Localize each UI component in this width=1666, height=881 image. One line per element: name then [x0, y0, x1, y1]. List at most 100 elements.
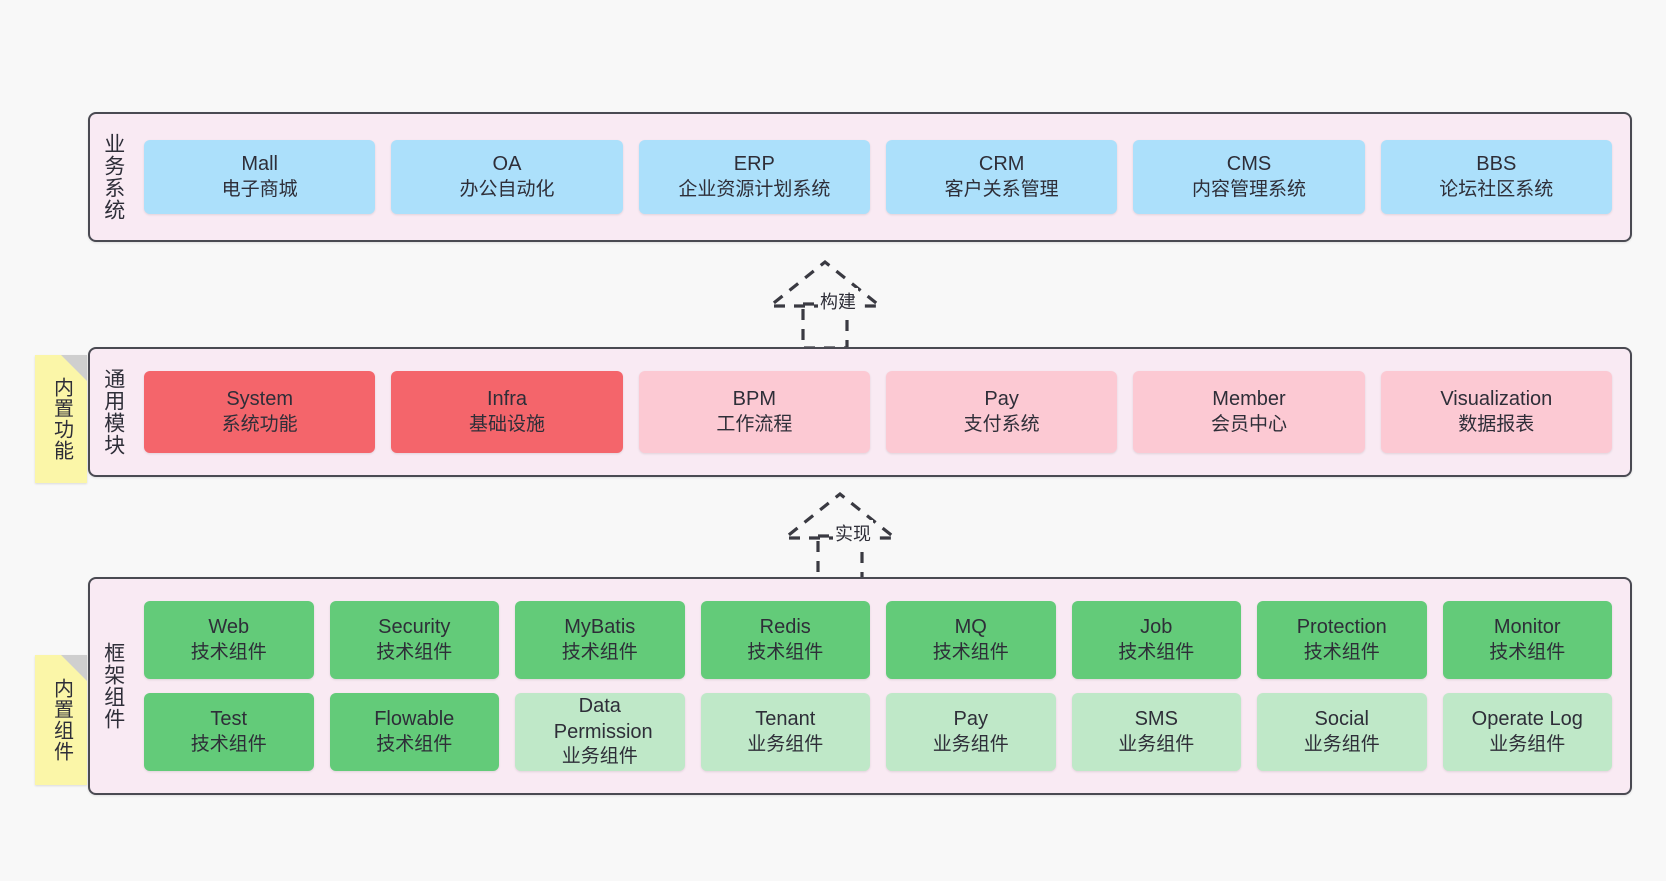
layer-title-framework-component: 框架组件 [101, 642, 125, 730]
card-title: Visualization [1440, 388, 1553, 411]
card-visualization[interactable]: Visualization 数据报表 [1380, 371, 1612, 453]
card-title: Redis [759, 616, 811, 639]
card-subtitle: 业务组件 [747, 733, 824, 755]
connector-implement-label: 实现 [833, 520, 873, 546]
card-monitor[interactable]: Monitor 技术组件 [1442, 601, 1612, 679]
card-subtitle: 技术组件 [190, 733, 267, 755]
card-title: SMS [1134, 708, 1178, 731]
layer-body-business-system: Mall 电子商城 OA 办公自动化 ERP 企业资源计划系统 CRM 客户关系… [136, 114, 1630, 240]
card-operate-log[interactable]: Operate Log 业务组件 [1442, 693, 1612, 771]
card-subtitle: 电子商城 [221, 178, 298, 200]
card-subtitle: 技术组件 [561, 641, 638, 663]
card-subtitle: 数据报表 [1458, 413, 1535, 435]
card-subtitle: 技术组件 [376, 733, 453, 755]
card-subtitle: 办公自动化 [459, 178, 555, 200]
card-subtitle: 技术组件 [376, 641, 453, 663]
card-security[interactable]: Security 技术组件 [329, 601, 499, 679]
card-title: BPM [732, 388, 776, 411]
card-oa[interactable]: OA 办公自动化 [391, 140, 623, 214]
card-subtitle: 业务组件 [1489, 733, 1566, 755]
card-web[interactable]: Web 技术组件 [144, 601, 314, 679]
card-row: Test 技术组件 Flowable 技术组件 Data Permission … [136, 693, 1620, 771]
card-title: Web [208, 616, 250, 639]
card-subtitle: 支付系统 [963, 413, 1040, 435]
card-sms[interactable]: SMS 业务组件 [1071, 693, 1241, 771]
connector-build: 构建 [755, 258, 915, 350]
card-mybatis[interactable]: MyBatis 技术组件 [515, 601, 685, 679]
card-test[interactable]: Test 技术组件 [144, 693, 314, 771]
card-title: Flowable [374, 708, 455, 731]
card-title: Monitor [1493, 616, 1561, 639]
card-subtitle: 业务组件 [932, 733, 1009, 755]
card-crm[interactable]: CRM 客户关系管理 [885, 140, 1118, 214]
sticky-note-builtin-component: 内置组件 [35, 655, 87, 785]
card-title: Tenant [755, 708, 816, 731]
card-subtitle: 基础设施 [468, 413, 545, 435]
card-subtitle: 技术组件 [1118, 641, 1195, 663]
card-cms[interactable]: CMS 内容管理系统 [1133, 140, 1365, 214]
layer-body-common-module: System 系统功能 Infra 基础设施 BPM 工作流程 Pay 支付系统… [136, 349, 1630, 475]
card-job[interactable]: Job 技术组件 [1071, 601, 1241, 679]
card-title: System [226, 388, 293, 411]
card-flowable[interactable]: Flowable 技术组件 [329, 693, 499, 771]
card-title: CRM [978, 153, 1025, 176]
card-subtitle: 技术组件 [932, 641, 1009, 663]
card-data-permission[interactable]: Data Permission 业务组件 [515, 693, 685, 771]
card-title: BBS [1476, 153, 1517, 176]
sticky-note-text: 内置功能 [50, 377, 73, 461]
card-row: System 系统功能 Infra 基础设施 BPM 工作流程 Pay 支付系统… [136, 371, 1620, 453]
card-title: MyBatis [564, 616, 636, 639]
card-title: Pay [953, 708, 988, 731]
card-subtitle: 客户关系管理 [944, 178, 1059, 200]
card-bbs[interactable]: BBS 论坛社区系统 [1380, 140, 1612, 214]
fold-corner-icon [61, 355, 87, 381]
card-subtitle: 会员中心 [1210, 413, 1287, 435]
fold-corner-icon [61, 655, 87, 681]
card-title: Member [1212, 388, 1286, 411]
layer-common-module: 通用模块 System 系统功能 Infra 基础设施 BPM 工作流程 Pay… [88, 347, 1632, 477]
card-system[interactable]: System 系统功能 [144, 371, 376, 453]
card-redis[interactable]: Redis 技术组件 [700, 601, 870, 679]
card-pay[interactable]: Pay 支付系统 [885, 371, 1118, 453]
card-member[interactable]: Member 会员中心 [1133, 371, 1365, 453]
card-subtitle: 技术组件 [747, 641, 824, 663]
card-pay-business[interactable]: Pay 业务组件 [886, 693, 1056, 771]
card-protection[interactable]: Protection 技术组件 [1257, 601, 1427, 679]
card-title: CMS [1226, 153, 1272, 176]
card-subtitle: 业务组件 [561, 746, 638, 768]
card-social[interactable]: Social 业务组件 [1257, 693, 1427, 771]
card-title: Pay [984, 388, 1019, 411]
sticky-note-builtin-feature: 内置功能 [35, 355, 87, 483]
card-title: OA [492, 153, 522, 176]
card-infra[interactable]: Infra 基础设施 [391, 371, 623, 453]
card-subtitle: 技术组件 [1489, 641, 1566, 663]
card-subtitle: 内容管理系统 [1191, 178, 1306, 200]
connector-build-label: 构建 [818, 288, 858, 314]
card-subtitle: 工作流程 [716, 413, 793, 435]
card-bpm[interactable]: BPM 工作流程 [638, 371, 870, 453]
card-title: Infra [486, 388, 527, 411]
card-title: Operate Log [1471, 708, 1583, 731]
card-subtitle: 业务组件 [1303, 733, 1380, 755]
layer-business-system: 业务系统 Mall 电子商城 OA 办公自动化 ERP 企业资源计划系统 CRM… [88, 112, 1632, 242]
card-subtitle: 技术组件 [1303, 641, 1380, 663]
card-title: Mall [241, 153, 278, 176]
card-row: Web 技术组件 Security 技术组件 MyBatis 技术组件 Redi… [136, 601, 1620, 679]
card-subtitle: 业务组件 [1118, 733, 1195, 755]
layer-title-business-system: 业务系统 [101, 133, 125, 221]
layer-framework-component: 框架组件 Web 技术组件 Security 技术组件 MyBatis 技术组件… [88, 577, 1632, 795]
card-erp[interactable]: ERP 企业资源计划系统 [638, 140, 870, 214]
card-subtitle: 论坛社区系统 [1439, 178, 1554, 200]
card-subtitle: 技术组件 [190, 641, 267, 663]
card-title: Social [1314, 708, 1369, 731]
card-title: Test [210, 708, 248, 731]
connector-implement: 实现 [770, 490, 930, 582]
card-title: Security [378, 616, 451, 639]
layer-body-framework-component: Web 技术组件 Security 技术组件 MyBatis 技术组件 Redi… [136, 579, 1630, 793]
layer-title-common-module: 通用模块 [101, 368, 125, 456]
card-mall[interactable]: Mall 电子商城 [144, 140, 376, 214]
card-mq[interactable]: MQ 技术组件 [886, 601, 1056, 679]
card-tenant[interactable]: Tenant 业务组件 [700, 693, 870, 771]
card-subtitle: 企业资源计划系统 [678, 178, 831, 200]
